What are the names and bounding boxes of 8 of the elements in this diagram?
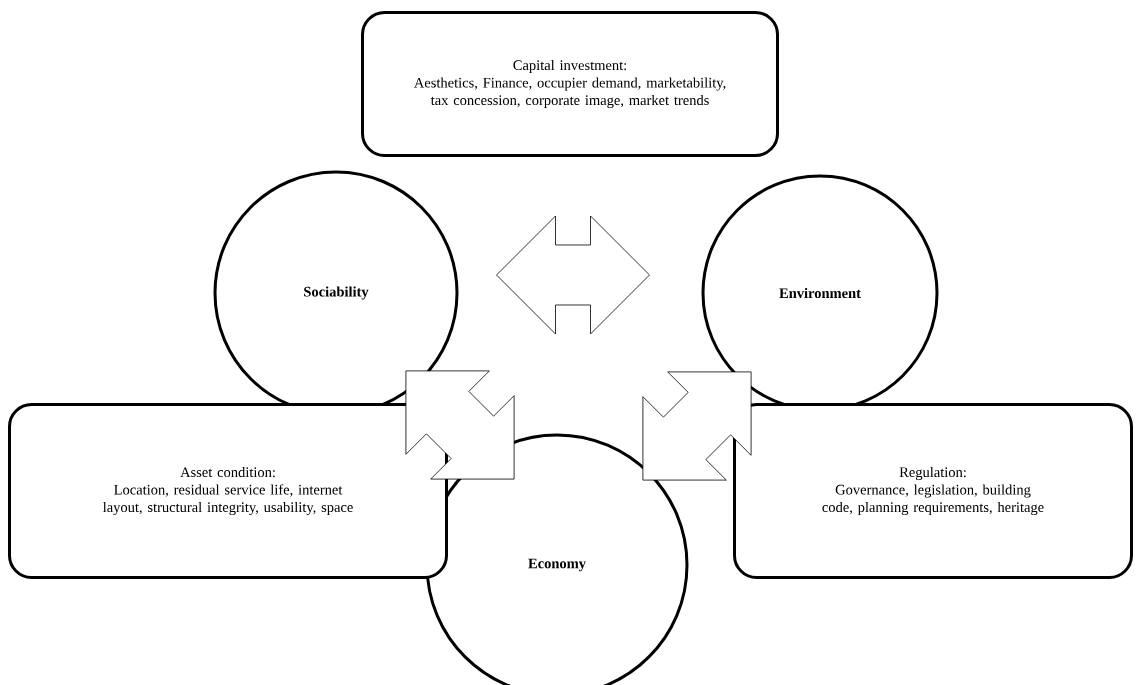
circle-node: Environment <box>701 174 939 412</box>
double-arrow <box>405 370 515 480</box>
double-arrow <box>496 215 650 335</box>
circle-node: Sociability <box>213 170 459 416</box>
rounded-box: Capital investment: Aesthetics, Finance, occupier demand, marketability, tax concession, corporate image, market trends <box>361 11 779 157</box>
rounded-box: Asset condition: Location, residual service life, internet layout, structural integrity, usability, space <box>8 403 448 579</box>
rounded-box: Regulation: Governance, legislation, building code, planning requirements, heritage <box>733 403 1133 579</box>
double-arrow <box>642 371 752 481</box>
